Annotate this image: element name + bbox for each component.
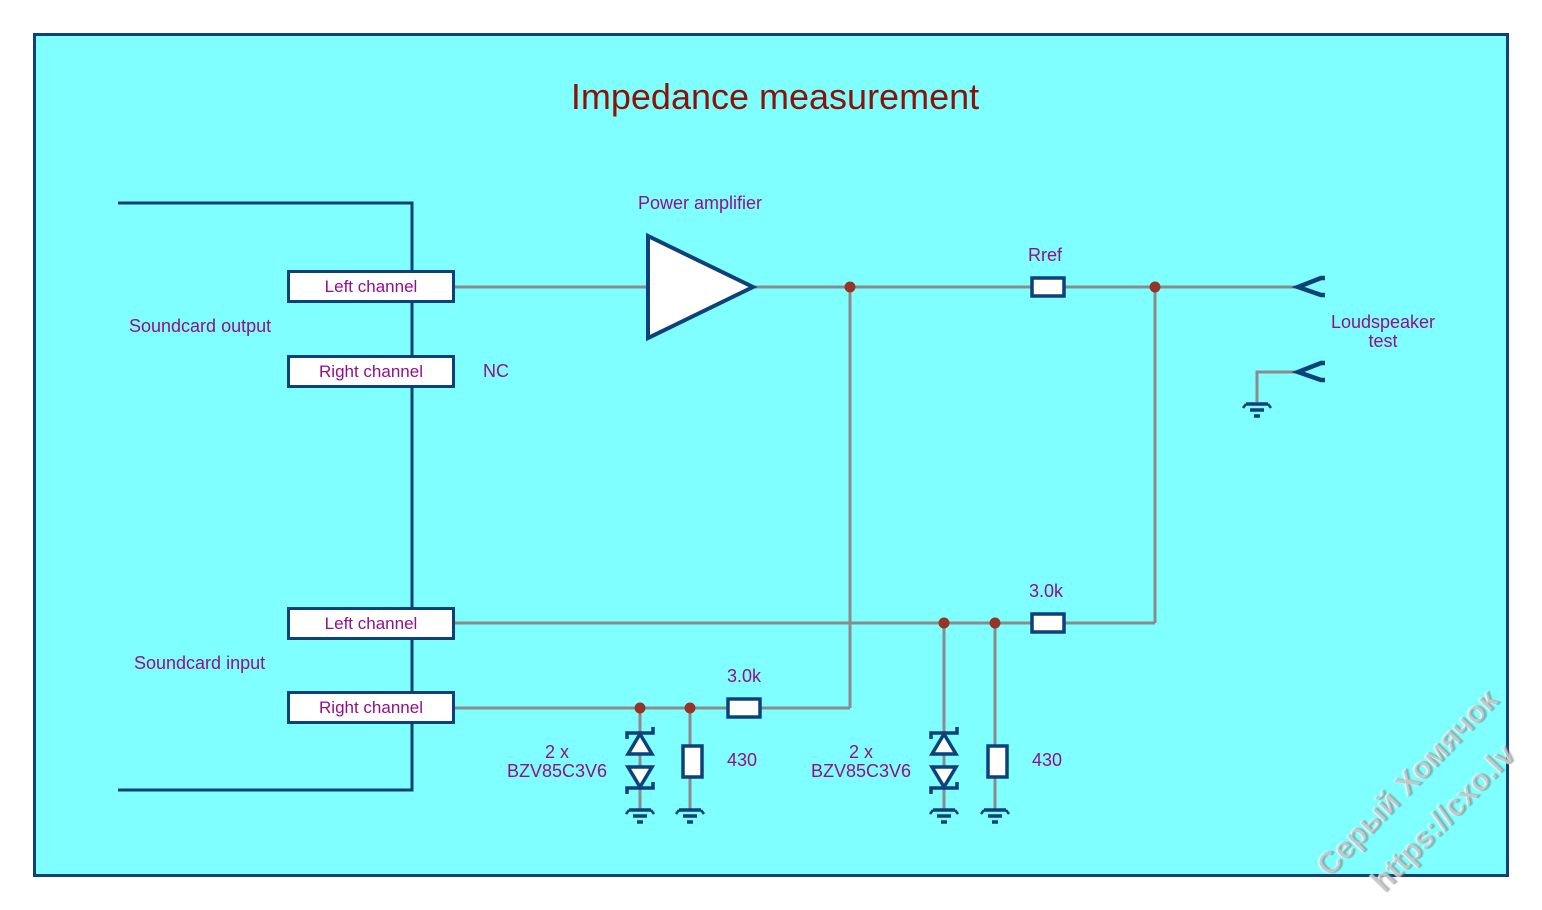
zener-left-label-line1: 2 x xyxy=(848,742,873,762)
output-left-channel-label: Left channel xyxy=(324,276,418,296)
resistor-3k-left-input xyxy=(1030,612,1066,634)
loudspeaker-test-line2: test xyxy=(1368,331,1398,351)
resistor-3k-left-label: 3.0k xyxy=(1028,581,1064,601)
loudspeaker-test-label: Loudspeaker test xyxy=(1331,313,1435,351)
wire-loudspeaker-return xyxy=(1255,370,1298,402)
input-right-channel-box: Right channel xyxy=(287,691,455,724)
junction-zener-left xyxy=(938,617,950,629)
ground-loudspeaker xyxy=(1241,402,1273,418)
schematic-sheet xyxy=(33,33,1509,877)
soundcard-input-label: Soundcard input xyxy=(134,653,266,673)
zener-left-label: 2 x BZV85C3V6 xyxy=(811,743,911,781)
zener-right-label-line1: 2 x xyxy=(544,742,569,762)
ground-zener-right xyxy=(624,808,656,824)
loudspeaker-test-line1: Loudspeaker xyxy=(1330,312,1436,332)
soundcard-output-label: Soundcard output xyxy=(129,316,272,336)
output-left-channel-box: Left channel xyxy=(287,270,455,303)
junction-amp-output xyxy=(844,281,856,293)
resistor-430-right-label: 430 xyxy=(726,750,758,770)
probe-loudspeaker-minus xyxy=(1298,363,1325,380)
ground-430-right xyxy=(674,808,706,824)
resistor-430-left-label: 430 xyxy=(1031,750,1063,770)
ground-430-left xyxy=(979,808,1011,824)
junction-430-right xyxy=(684,702,696,714)
power-amplifier-symbol xyxy=(646,232,758,342)
resistor-3k-right-label: 3.0k xyxy=(726,666,762,686)
resistor-rref xyxy=(1030,276,1066,298)
output-right-channel-box: Right channel xyxy=(287,355,455,388)
zener-right-label-line2: BZV85C3V6 xyxy=(506,761,608,781)
junction-zener-right xyxy=(634,702,646,714)
input-left-channel-box: Left channel xyxy=(287,607,455,640)
input-left-channel-label: Left channel xyxy=(324,613,418,633)
soundcard-bracket xyxy=(118,201,414,792)
power-amplifier-label: Power amplifier xyxy=(637,193,763,213)
junction-rref-output xyxy=(1149,281,1161,293)
zener-right-label: 2 x BZV85C3V6 xyxy=(507,743,607,781)
probe-loudspeaker-plus xyxy=(1298,278,1325,295)
output-right-channel-label: Right channel xyxy=(319,361,423,381)
resistor-430-left-input xyxy=(986,744,1009,779)
input-right-channel-label: Right channel xyxy=(319,697,423,717)
nc-label: NC xyxy=(483,361,509,381)
resistor-3k-right-input xyxy=(726,697,762,719)
zener-left-label-line2: BZV85C3V6 xyxy=(810,761,912,781)
rref-label: Rref xyxy=(1027,245,1063,265)
ground-zener-left xyxy=(928,808,960,824)
resistor-430-right-input xyxy=(681,744,704,779)
page-title: Impedance measurement xyxy=(570,76,980,117)
junction-430-left xyxy=(989,617,1001,629)
